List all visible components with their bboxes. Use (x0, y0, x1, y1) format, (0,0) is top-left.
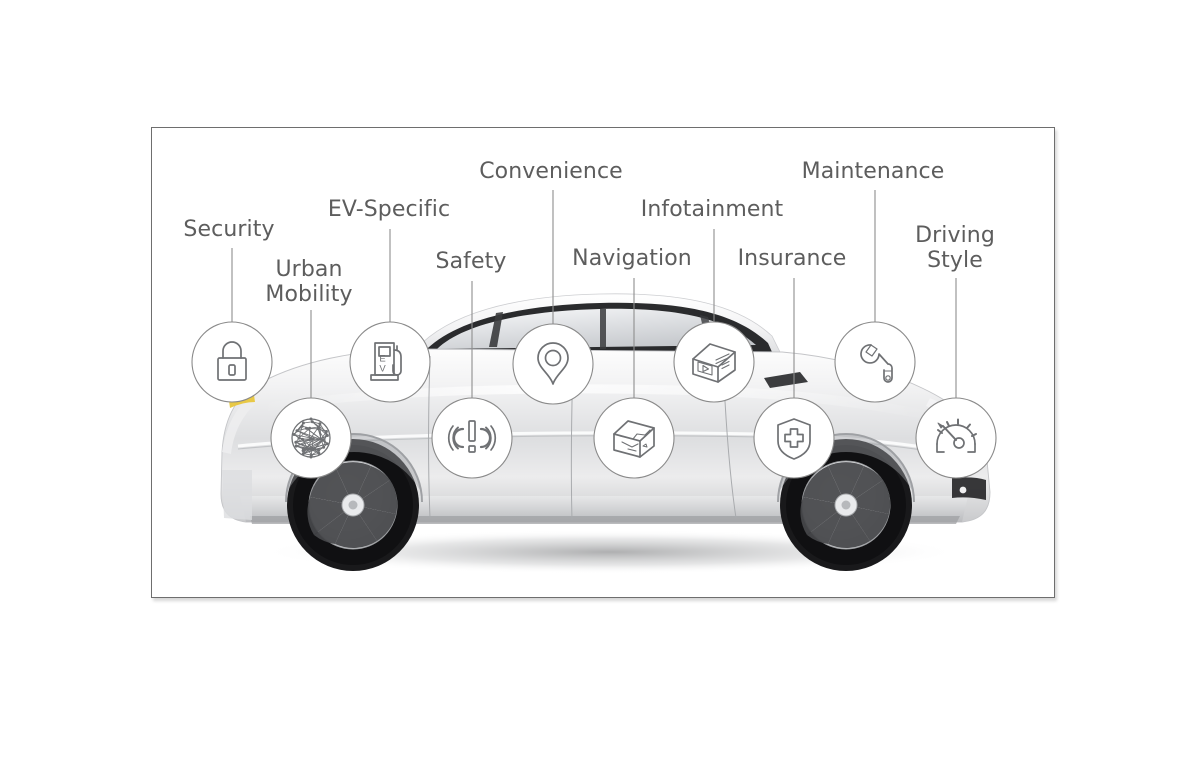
badge-circle[interactable] (753, 397, 835, 479)
media-player-screen-icon (692, 343, 736, 383)
badge-circle[interactable] (191, 321, 273, 403)
badge-driving-style[interactable] (915, 397, 997, 479)
padlock-icon (217, 341, 247, 381)
node-label-security: Security (183, 217, 275, 242)
alert-exclamation-sonar-icon (447, 420, 497, 453)
ev-charging-station-icon: EV (370, 342, 402, 381)
node-label-urban-mobility: Urban Mobility (265, 257, 353, 307)
badge-navigation[interactable] (593, 397, 675, 479)
badge-security[interactable] (191, 321, 273, 403)
connector-lines (231, 190, 957, 398)
map-pin-icon (537, 342, 569, 385)
node-label-infotainment: Infotainment (640, 197, 784, 222)
badge-circle[interactable] (431, 397, 513, 479)
wrench-icon (860, 344, 893, 383)
svg-text:E: E (379, 354, 385, 365)
node-label-ev-specific: EV-Specific (327, 197, 451, 222)
node-label-convenience: Convenience (479, 159, 623, 184)
badge-insurance[interactable] (753, 397, 835, 479)
badge-infotainment[interactable] (673, 321, 755, 403)
svg-text:V: V (379, 364, 386, 375)
node-label-driving-style: Driving Style (915, 223, 995, 273)
badge-convenience[interactable] (512, 323, 594, 405)
network-sphere-icon (291, 417, 331, 459)
badge-safety[interactable] (431, 397, 513, 479)
node-label-navigation: Navigation (572, 246, 692, 271)
badge-circle[interactable] (349, 321, 431, 403)
shield-cross-icon (777, 418, 811, 460)
badge-ev-specific[interactable]: EV (349, 321, 431, 403)
node-label-insurance: Insurance (737, 246, 847, 271)
gps-navigation-device-icon (613, 420, 655, 458)
badge-circle[interactable] (512, 323, 594, 405)
speedometer-gauge-icon (936, 418, 977, 453)
badge-urban-mobility[interactable] (270, 397, 352, 479)
node-label-safety: Safety (435, 249, 507, 274)
badge-maintenance[interactable] (834, 321, 916, 403)
car-ground-shadow (260, 530, 960, 574)
badge-circle[interactable] (673, 321, 755, 403)
node-label-maintenance: Maintenance (801, 159, 945, 184)
